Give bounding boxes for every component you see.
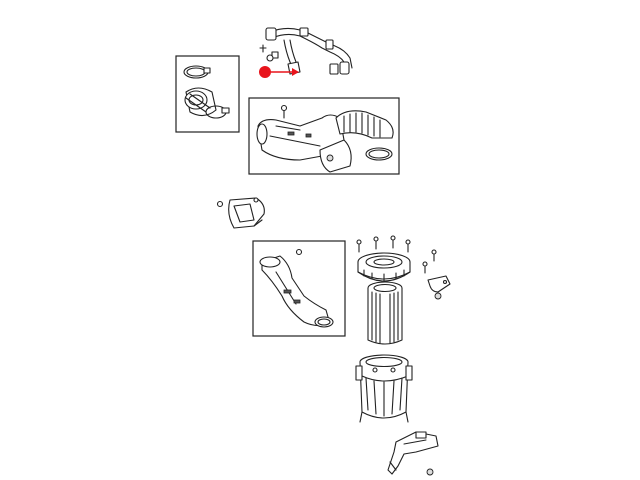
breather-hose-assembly <box>259 27 353 75</box>
lower-duct-box <box>252 240 346 337</box>
inlet-scoop <box>216 197 265 229</box>
cover-screws <box>356 235 411 253</box>
air-cleaner-cover <box>356 235 411 282</box>
side-bracket <box>422 249 451 300</box>
filter-element <box>367 281 403 345</box>
coupler-box <box>175 55 240 133</box>
intake-duct-box <box>248 97 400 175</box>
bottom-mount-bracket <box>387 431 439 476</box>
air-cleaner-housing <box>355 354 413 423</box>
callout-dot <box>259 66 271 78</box>
red-callout-marker <box>259 66 299 78</box>
